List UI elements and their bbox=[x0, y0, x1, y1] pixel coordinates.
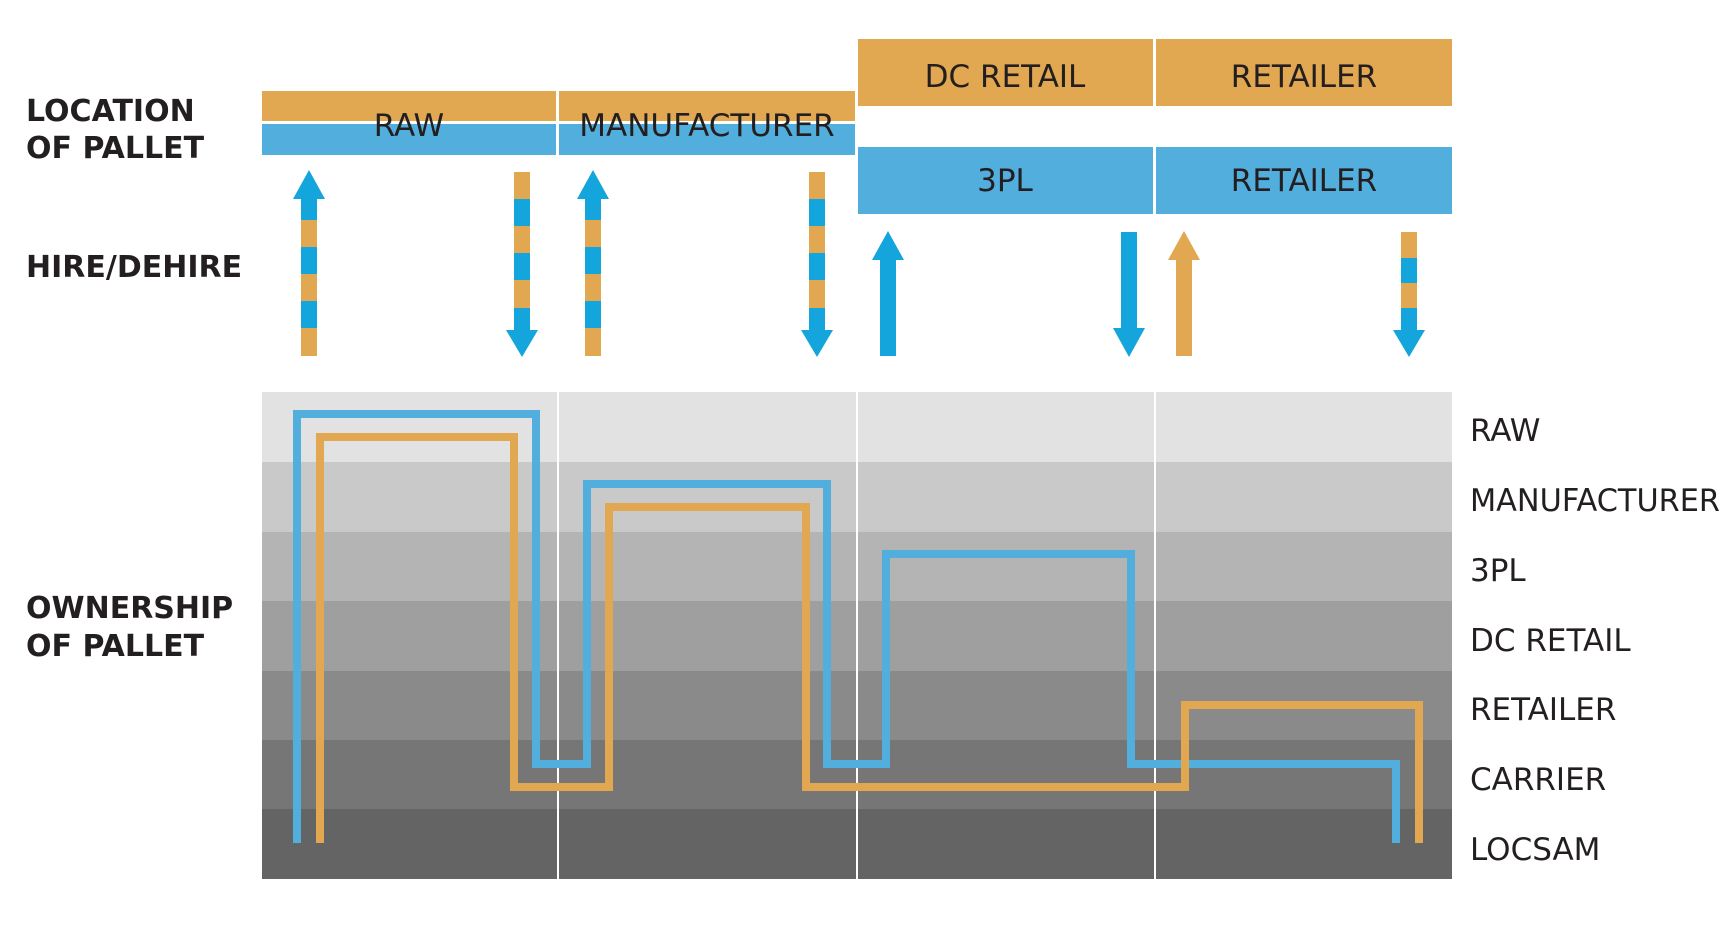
hire-arrow-3pl bbox=[872, 231, 904, 356]
location-dc-retail-label: DC RETAIL bbox=[925, 59, 1086, 95]
ownership-level-3pl: 3PL bbox=[1470, 553, 1526, 589]
dehire-arrow-manufacturer bbox=[801, 172, 833, 357]
hire-dehire-label: HIRE/DEHIRE bbox=[26, 250, 242, 285]
location-box-manufacturer: MANUFACTURER bbox=[559, 91, 855, 155]
ownership-level-carrier: CARRIER bbox=[1470, 762, 1606, 798]
location-3pl-label: 3PL bbox=[977, 163, 1033, 199]
location-label-line1: LOCATION bbox=[26, 94, 195, 129]
location-manufacturer-label: MANUFACTURER bbox=[579, 108, 834, 144]
location-label-line2: OF PALLET bbox=[26, 131, 205, 166]
ownership-path-blue bbox=[293, 410, 1400, 843]
ownership-level-dc-retail: DC RETAIL bbox=[1470, 623, 1631, 659]
hire-arrow-manufacturer bbox=[577, 170, 609, 356]
location-box-dc-retail: DC RETAIL bbox=[858, 39, 1153, 106]
location-box-retailer-bottom: RETAILER bbox=[1156, 147, 1452, 214]
ownership-label-line2: OF PALLET bbox=[26, 629, 205, 664]
location-box-3pl: 3PL bbox=[858, 147, 1153, 214]
ownership-level-locsam: LOCSAM bbox=[1470, 832, 1600, 868]
location-retailer-top-label: RETAILER bbox=[1231, 59, 1377, 95]
hire-arrow-raw bbox=[293, 170, 325, 356]
ownership-label-line1: OWNERSHIP bbox=[26, 591, 233, 626]
ownership-level-raw: RAW bbox=[1470, 413, 1540, 449]
location-box-raw: RAW bbox=[262, 91, 556, 155]
location-raw-label: RAW bbox=[374, 108, 444, 144]
ownership-level-retailer: RETAILER bbox=[1470, 692, 1616, 728]
location-box-retailer-top: RETAILER bbox=[1156, 39, 1452, 106]
ownership-level-manufacturer: MANUFACTURER bbox=[1470, 483, 1720, 519]
dehire-arrow-3pl bbox=[1113, 232, 1145, 357]
column-dividers bbox=[557, 392, 1156, 879]
dehire-arrow-raw bbox=[506, 172, 538, 357]
dehire-arrow-retailer bbox=[1393, 232, 1425, 357]
ownership-path-orange bbox=[316, 433, 1423, 843]
location-retailer-bottom-label: RETAILER bbox=[1231, 163, 1377, 199]
hire-arrow-retailer bbox=[1168, 231, 1200, 356]
ownership-level-labels: RAW MANUFACTURER 3PL DC RETAIL RETAILER … bbox=[1470, 413, 1720, 868]
